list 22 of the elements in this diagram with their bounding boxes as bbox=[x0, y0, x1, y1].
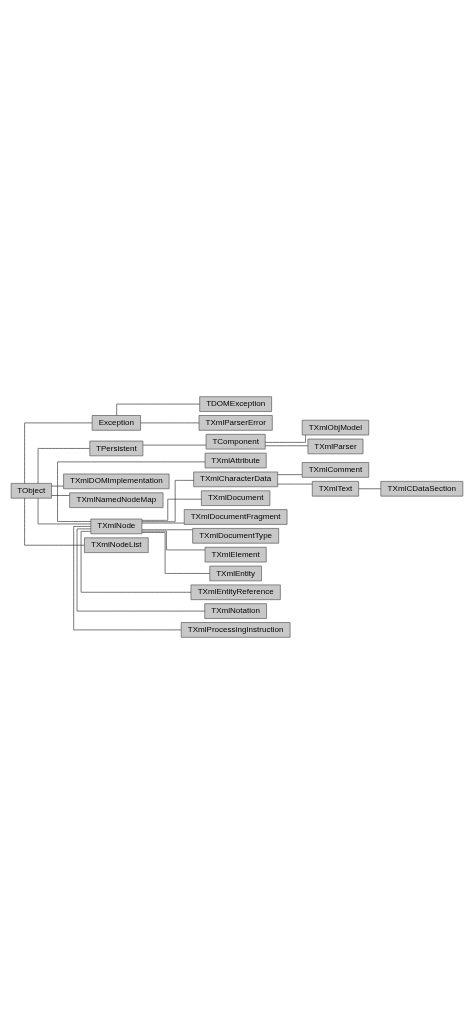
connector bbox=[277, 483, 313, 484]
connector bbox=[37, 497, 92, 524]
connector bbox=[24, 497, 85, 546]
connector bbox=[51, 494, 70, 496]
connector bbox=[141, 479, 194, 522]
connector bbox=[73, 525, 182, 630]
connector bbox=[57, 461, 206, 522]
connector bbox=[51, 485, 64, 486]
connector bbox=[141, 531, 211, 574]
connector bbox=[265, 444, 309, 446]
connector bbox=[264, 434, 306, 443]
connector bbox=[141, 522, 185, 523]
connector bbox=[141, 530, 206, 550]
connector bbox=[37, 447, 90, 484]
connector bbox=[76, 528, 206, 611]
connector bbox=[141, 498, 202, 521]
connector bbox=[277, 473, 303, 475]
connector bbox=[358, 487, 382, 489]
connector bbox=[80, 530, 192, 593]
connector bbox=[24, 422, 93, 484]
connector bbox=[140, 422, 200, 423]
connector bbox=[141, 528, 193, 530]
